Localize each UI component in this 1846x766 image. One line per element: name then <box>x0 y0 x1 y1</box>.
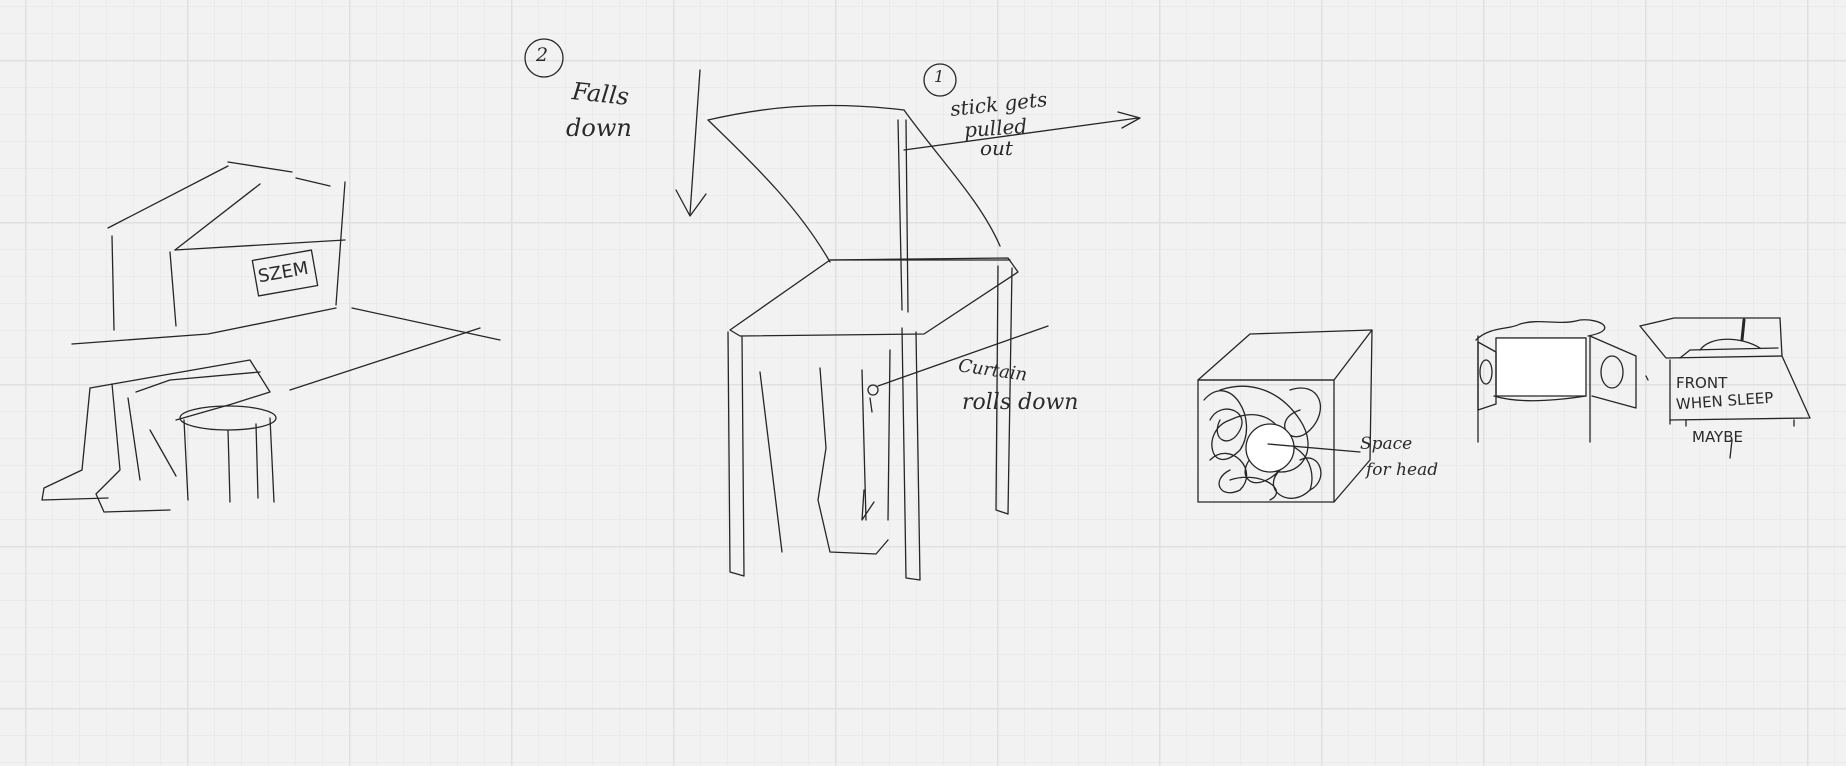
head-space-line2: for head <box>1366 462 1438 479</box>
cloud-box-sketch <box>1476 320 1648 442</box>
front-text-line1: FRONT <box>1676 376 1727 391</box>
cloud-box-face <box>1496 338 1586 396</box>
head-space-line1: Space <box>1360 436 1412 453</box>
step-2-text-line2: down <box>566 116 632 140</box>
door-window <box>1601 356 1623 388</box>
maybe-text: MAYBE <box>1692 430 1743 445</box>
step-1-text-line3: out <box>980 138 1013 158</box>
head-space-box-sketch <box>1198 330 1372 502</box>
head-space-circle <box>1246 424 1294 472</box>
box-top-edge <box>108 166 228 228</box>
stool-seat <box>180 406 276 430</box>
falls-down-arrow <box>690 70 700 214</box>
step-1-marker: 1 <box>934 69 944 85</box>
step-2-marker: 2 <box>536 46 548 65</box>
step-2-text-line1: Falls <box>571 79 630 109</box>
curtain-text-line2: rolls down <box>962 392 1078 414</box>
person-with-box-sketch <box>42 162 500 512</box>
